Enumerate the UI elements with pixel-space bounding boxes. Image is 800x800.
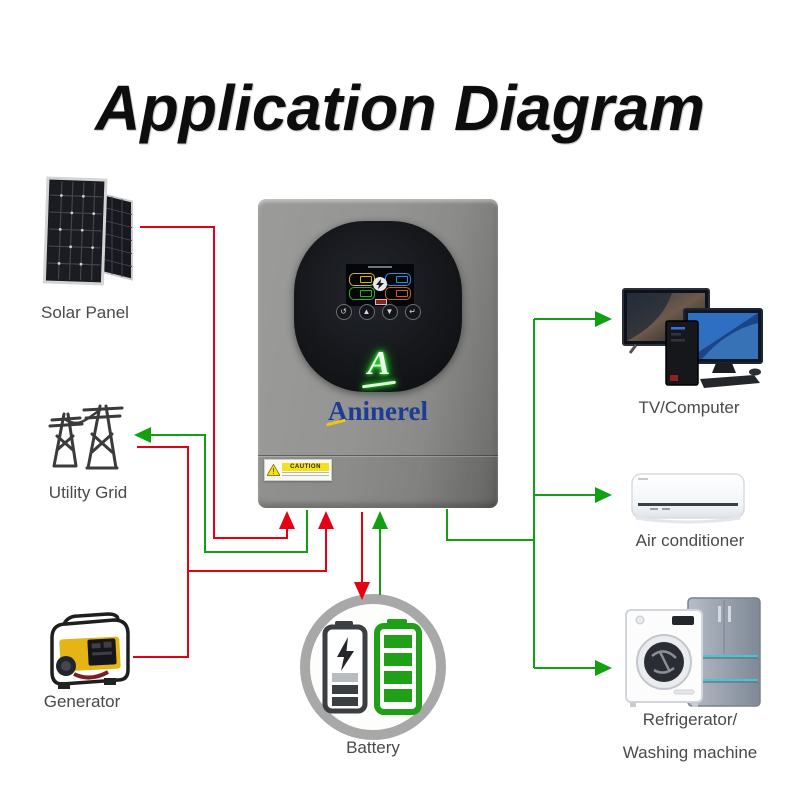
up-button[interactable]: ▲ (358, 304, 375, 320)
arrow-into-inverter-battery (372, 511, 388, 529)
lcd-small-battery-icon (375, 299, 387, 305)
solar-panel-icon (42, 176, 133, 286)
caution-text: CAUTION (282, 463, 329, 471)
solar-panel-label: Solar Panel (41, 303, 129, 322)
arrow-into-inverter-grid (318, 511, 334, 529)
monitor-icon (683, 308, 763, 373)
red-arrowheads (279, 511, 370, 600)
lcd-solar-input-indicator (349, 273, 375, 286)
svg-text:!: ! (272, 466, 274, 476)
air-conditioner-icon (631, 473, 745, 524)
wire-inverter-to-loads-feed (446, 509, 534, 541)
lcd-grid-indicator (385, 273, 411, 286)
refrigerator-label-line1: Refrigerator/ (642, 710, 738, 729)
inverter-seam-line (258, 455, 498, 456)
lcd-load-indicator (385, 287, 411, 300)
caution-sticker: ! CAUTION (264, 459, 332, 481)
inverter-device: ↺ ▲ ▼ ↵ A Aninerel ! CAUTION (258, 199, 498, 508)
lcd-status-text (368, 266, 392, 268)
arrow-into-inverter-solar (279, 511, 295, 529)
caution-fine-print (282, 472, 329, 477)
inverter-button-row: ↺ ▲ ▼ ↵ (258, 304, 498, 320)
enter-button[interactable]: ↵ (404, 304, 421, 320)
brand-initial: A (328, 396, 348, 426)
lcd-battery-indicator (349, 287, 375, 300)
down-button[interactable]: ▼ (381, 304, 398, 320)
full-battery-icon (374, 619, 422, 715)
battery-label: Battery (346, 738, 400, 757)
generator-label: Generator (43, 692, 121, 711)
solar-panel-back (101, 192, 133, 281)
arrow-into-fridge (595, 660, 612, 676)
battery-node (300, 594, 446, 740)
computer-tower-icon (665, 320, 699, 386)
battery-icons (322, 619, 422, 715)
brand-name: Aninerel (258, 396, 498, 427)
utility-grid-label: Utility Grid (48, 483, 128, 502)
solar-panel-front (42, 176, 108, 286)
page-title: Application Diagram (95, 71, 705, 144)
arrow-into-tv (595, 311, 612, 327)
lcd-power-icon (373, 277, 387, 291)
charging-battery-icon (322, 621, 368, 714)
arrow-into-grid (134, 427, 151, 443)
glowing-brand-logo-icon: A (367, 345, 391, 382)
esc-button[interactable]: ↺ (335, 304, 352, 320)
tv-computer-label: TV/Computer (638, 398, 740, 417)
tv-computer-icon (622, 288, 763, 388)
refrigerator-label-line2: Washing machine (622, 743, 758, 762)
refrigerator-washer-icon (625, 597, 761, 707)
arrow-into-ac (595, 487, 612, 503)
washing-machine-icon (625, 609, 703, 707)
warning-triangle-icon: ! (267, 464, 280, 476)
generator-icon (50, 612, 130, 689)
air-conditioner-label: Air conditioner (635, 531, 745, 550)
inverter-lcd-screen (345, 263, 415, 307)
keyboard-icon (700, 368, 761, 388)
brand-rest: ninerel (347, 396, 429, 426)
utility-grid-icon (48, 404, 124, 470)
